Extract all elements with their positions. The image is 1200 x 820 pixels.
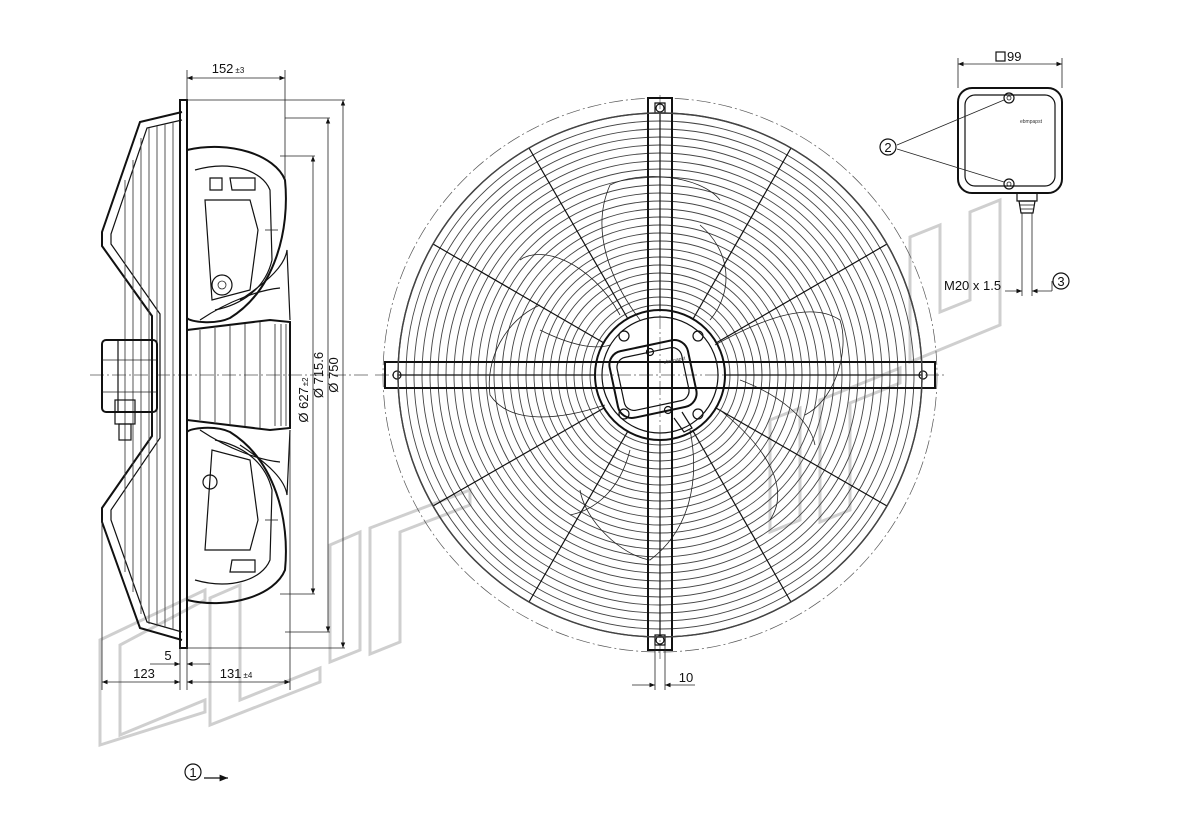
svg-text:99: 99 [1007, 49, 1021, 64]
dim-gap-5: 5 [164, 648, 171, 663]
dim-dia-750: Ø 750 [326, 357, 341, 392]
svg-text:3: 3 [1057, 274, 1064, 289]
front-view: ebmpapst [375, 95, 945, 690]
dim-thread: M20 x 1.5 [944, 278, 1001, 293]
guard-rings-over [397, 112, 923, 638]
dim-box-99: 99 [995, 49, 1021, 64]
guard-radials [398, 113, 922, 637]
callout-1: 1 [184, 763, 228, 782]
box-logo: ebmpapst [1020, 119, 1043, 125]
watermark [98, 197, 1002, 748]
mounting-bars [384, 97, 936, 651]
side-dimensions [102, 75, 346, 685]
dim-dia-627: Ø 627±2 [296, 377, 311, 423]
svg-text:1: 1 [189, 765, 196, 780]
hub-logo: ebmpapst [663, 355, 686, 366]
dim-depth-total: 152±3 [212, 61, 245, 76]
callout-3: 3 [1052, 272, 1070, 290]
svg-text:2: 2 [884, 140, 891, 155]
blade-outlines [488, 176, 844, 561]
dim-len-131: 131±4 [220, 666, 253, 681]
terminal-box-detail: ebmpapst [957, 58, 1063, 296]
dim-slot-10: 10 [679, 670, 693, 685]
dim-len-123: 123 [133, 666, 155, 681]
dim-dia-715: Ø 715.6 [311, 352, 326, 398]
callout-2: 2 [879, 99, 1005, 183]
side-view [90, 70, 370, 690]
